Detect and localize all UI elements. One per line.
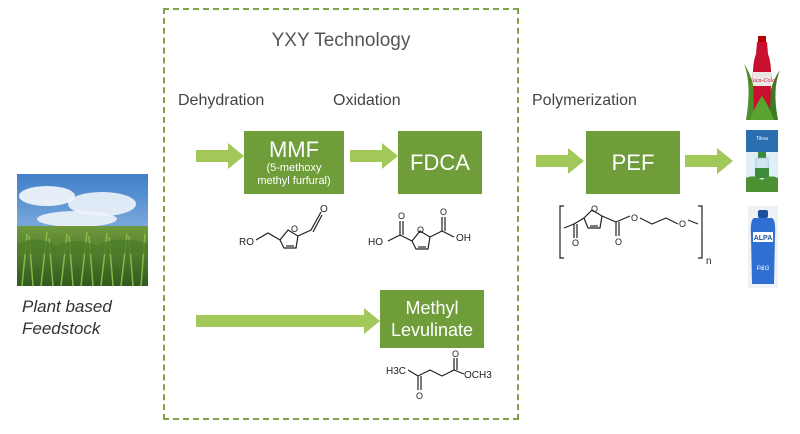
dehydration-label: Dehydration — [178, 92, 265, 109]
fdca-structure: O O O HO OH — [368, 207, 471, 250]
coca-cola-bottle-label: Coca-Cola — [749, 78, 775, 84]
fdca-title: FDCA — [410, 149, 470, 175]
svg-text:O: O — [572, 238, 579, 248]
fdca-ho-label: HO — [368, 237, 383, 248]
methyl-levulinate-line1: Methyl — [405, 298, 459, 318]
tikva-water-bottle-image: Tikva — [746, 130, 778, 192]
feedstock-label-line1: Plant based — [22, 297, 112, 316]
arrow-to-pef — [536, 148, 584, 174]
arrow-to-products — [685, 148, 733, 174]
polymerization-label: Polymerization — [532, 92, 637, 109]
fdca-oh-label: OH — [456, 233, 471, 244]
svg-text:O: O — [291, 224, 298, 234]
alpa-bottle-label: ALPA — [754, 235, 773, 242]
svg-text:O: O — [440, 207, 447, 217]
ml-h3c-label: H3C — [386, 366, 406, 377]
feedstock-label: Plant based Feedstock — [22, 296, 112, 340]
methyl-levulinate-structure: O O H3C OCH3 — [386, 350, 492, 401]
mmf-ro-label: RO — [239, 237, 254, 248]
arrow-to-mmf — [196, 143, 244, 169]
oxidation-label: Oxidation — [333, 92, 401, 109]
pef-box: PEF — [586, 131, 680, 194]
arrow-to-fdca — [350, 143, 398, 169]
technology-title: YXY Technology — [271, 30, 411, 51]
pef-structure: O O O O O n — [559, 204, 712, 267]
fdca-box: FDCA — [398, 131, 482, 194]
svg-text:O: O — [417, 225, 424, 235]
arrow-to-methyl-levulinate — [196, 308, 380, 334]
svg-text:O: O — [615, 237, 622, 247]
ml-och3-label: OCH3 — [464, 370, 492, 381]
pef-title: PEF — [611, 149, 655, 175]
svg-text:O: O — [591, 204, 598, 214]
alpa-detergent-bottle-image: ALPA P&G — [748, 206, 778, 288]
alpa-bottle-brand: P&G — [757, 266, 770, 272]
svg-text:O: O — [320, 204, 328, 215]
svg-text:O: O — [398, 211, 405, 221]
mmf-box: MMF (5-methoxy methyl furfural) — [244, 131, 344, 194]
methyl-levulinate-box: Methyl Levulinate — [380, 290, 484, 348]
methyl-levulinate-line2: Levulinate — [390, 320, 474, 340]
svg-text:O: O — [452, 350, 459, 359]
tikva-bottle-label: Tikva — [756, 136, 768, 142]
coca-cola-bottle-image: Coca-Cola — [744, 36, 780, 120]
svg-text:O: O — [631, 213, 638, 223]
mmf-subtitle-line2: methyl furfural) — [257, 174, 331, 187]
feedstock-label-line2: Feedstock — [22, 319, 101, 338]
yxy-technology-frame — [163, 8, 519, 420]
mmf-structure: O O RO — [239, 204, 328, 249]
pef-n-label: n — [706, 256, 712, 267]
mmf-subtitle-line1: (5-methoxy — [266, 161, 322, 174]
plant-feedstock-image — [17, 174, 148, 286]
svg-text:O: O — [679, 219, 686, 229]
svg-text:O: O — [416, 391, 423, 401]
mmf-title: MMF — [268, 136, 320, 162]
